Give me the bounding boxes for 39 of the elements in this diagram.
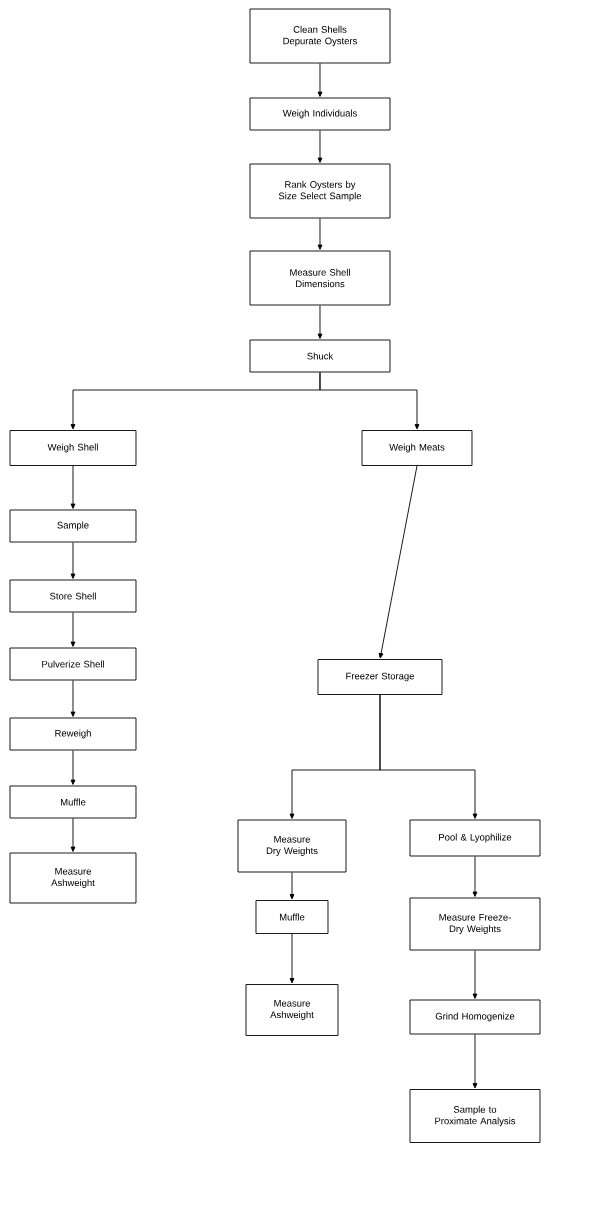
- arrow: [317, 130, 323, 163]
- arrow: [472, 950, 478, 999]
- arrow: [472, 1034, 478, 1089]
- process-box: Measure Ashweight: [9, 852, 137, 904]
- process-box: Pool & Lyophilize: [409, 819, 541, 857]
- process-box: Weigh Meats: [361, 430, 473, 466]
- process-box: Freezer Storage: [317, 659, 443, 695]
- process-box: Measure Ashweight: [245, 984, 339, 1036]
- arrow: [379, 694, 478, 819]
- process-box: Sample to Proximate Analysis: [409, 1089, 541, 1143]
- arrow: [289, 933, 295, 984]
- process-box: Measure Freeze-Dry Weights: [409, 897, 541, 951]
- arrow: [70, 750, 76, 785]
- process-box: Measure Shell Dimensions: [249, 250, 391, 306]
- arrow: [289, 872, 295, 900]
- arrow: [472, 856, 478, 897]
- process-box: Grind Homogenize: [409, 999, 541, 1035]
- arrow: [70, 612, 76, 647]
- process-box: Shuck: [249, 339, 391, 373]
- process-box: Weigh Shell: [9, 430, 137, 466]
- process-box: Reweigh: [9, 717, 137, 751]
- arrow: [70, 465, 76, 509]
- process-box: Store Shell: [9, 579, 137, 613]
- arrow: [319, 372, 420, 430]
- arrow: [378, 465, 418, 659]
- process-box: Muffle: [9, 785, 137, 819]
- process-box: Sample: [9, 509, 137, 543]
- arrow: [70, 680, 76, 717]
- arrow: [317, 63, 323, 97]
- arrow: [317, 218, 323, 250]
- arrow: [70, 818, 76, 852]
- process-box: Muffle: [255, 900, 329, 934]
- process-box: Pulverize Shell: [9, 647, 137, 681]
- arrow: [317, 305, 323, 339]
- process-box: Clean Shells Depurate Oysters: [249, 8, 391, 64]
- process-box: Measure Dry Weights: [237, 819, 347, 873]
- process-box: Rank Oysters by Size Select Sample: [249, 163, 391, 219]
- process-box: Weigh Individuals: [249, 97, 391, 131]
- arrow: [70, 542, 76, 579]
